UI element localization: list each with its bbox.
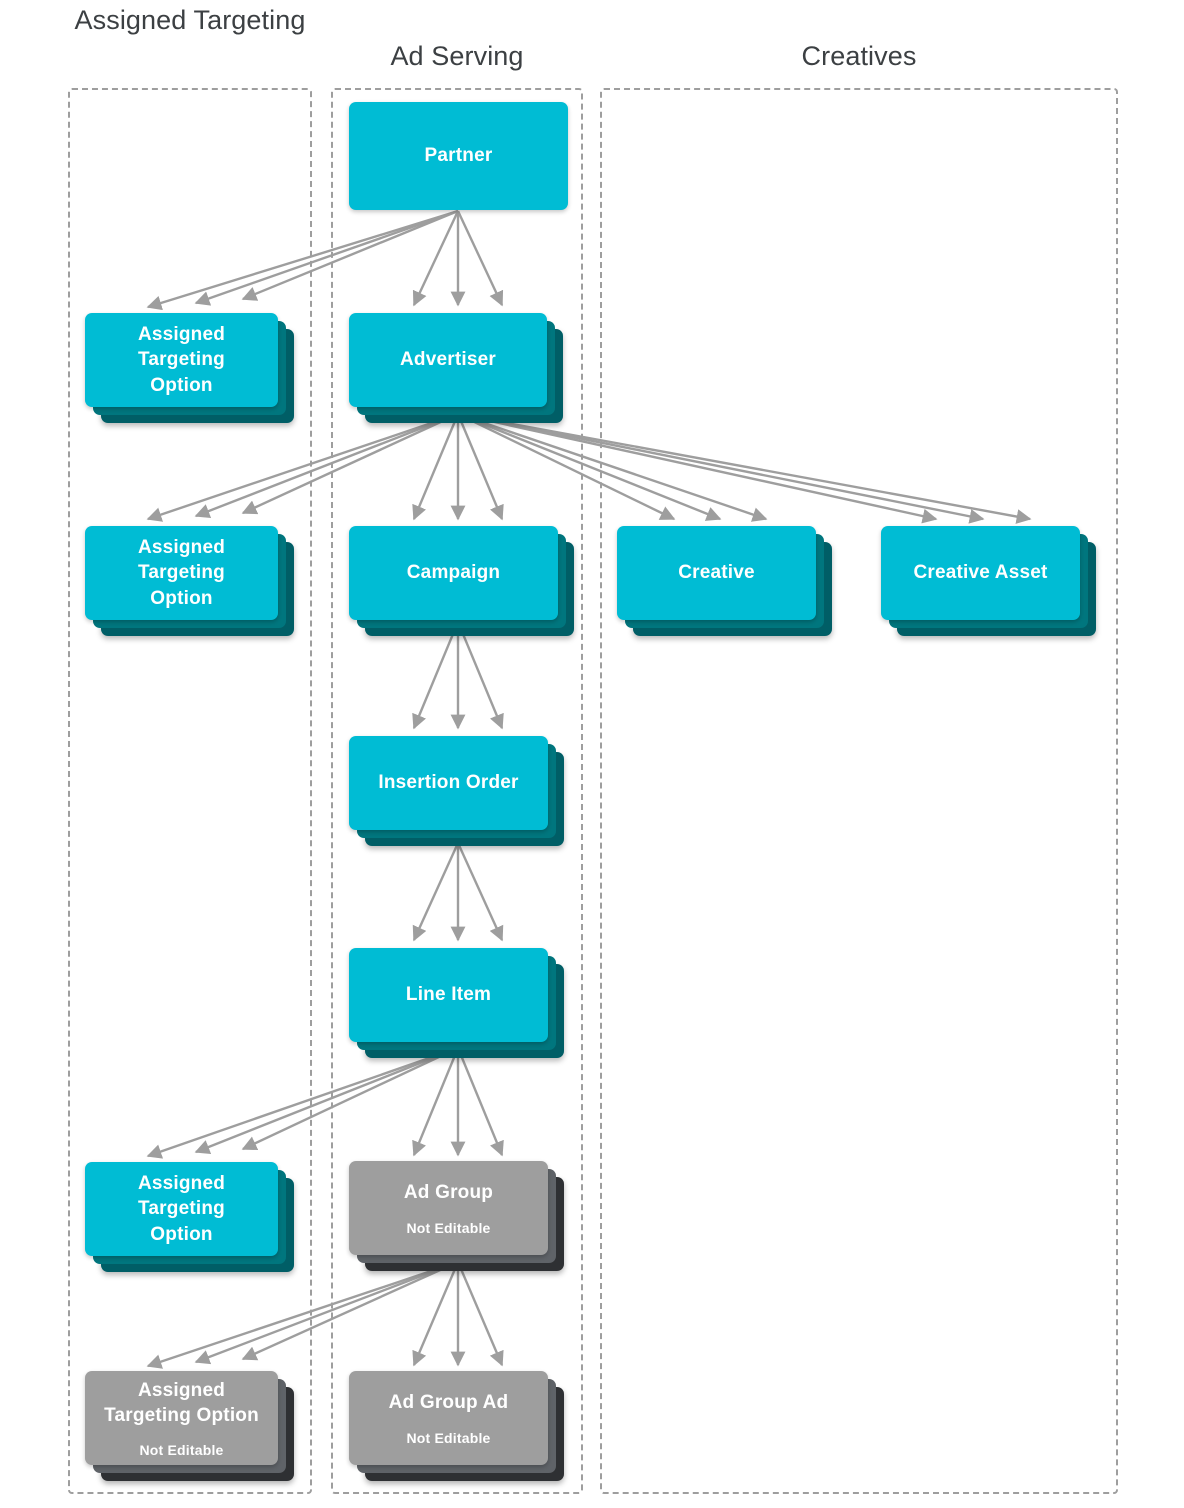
node-card[interactable]: Campaign: [349, 526, 558, 620]
node-ad-group-ad[interactable]: Ad Group Ad Not Editable: [349, 1371, 564, 1481]
node-insertion-order[interactable]: Insertion Order: [349, 736, 564, 846]
node-title: Line Item: [405, 984, 492, 1006]
node-title: Assigned Targeting Option: [137, 324, 226, 396]
node-readonly-badge: Not Editable: [406, 1429, 491, 1446]
node-card[interactable]: Line Item: [349, 948, 548, 1042]
column-header-creatives: Creatives: [801, 41, 917, 71]
node-ato-lineitem[interactable]: Assigned Targeting Option: [85, 1162, 294, 1272]
node-card[interactable]: Assigned Targeting Option: [85, 1162, 278, 1256]
node-creative[interactable]: Creative: [617, 526, 832, 636]
node-ato-advertiser[interactable]: Assigned Targeting Option: [85, 526, 294, 636]
node-readonly-badge: Not Editable: [139, 1442, 224, 1459]
node-title: Ad Group Ad: [388, 1392, 509, 1414]
node-card[interactable]: Advertiser: [349, 313, 547, 407]
node-card[interactable]: Assigned Targeting Option Not Editable: [85, 1371, 278, 1465]
node-line-item[interactable]: Line Item: [349, 948, 564, 1058]
node-title: Assigned Targeting Option: [137, 1173, 226, 1245]
node-title: Creative: [678, 562, 755, 584]
node-title: Advertiser: [400, 349, 496, 371]
node-ato-adgroup[interactable]: Assigned Targeting Option Not Editable: [85, 1371, 294, 1481]
node-title: Ad Group: [403, 1182, 494, 1204]
node-card[interactable]: Creative Asset: [881, 526, 1080, 620]
node-title: Campaign: [406, 562, 501, 584]
node-creative-asset[interactable]: Creative Asset: [881, 526, 1096, 636]
group-container-assigned-targeting: [68, 88, 312, 1494]
node-card[interactable]: Ad Group Ad Not Editable: [349, 1371, 548, 1465]
node-card[interactable]: Assigned Targeting Option: [85, 526, 278, 620]
node-ad-group[interactable]: Ad Group Not Editable: [349, 1161, 564, 1271]
node-title: Creative Asset: [913, 562, 1048, 584]
group-container-creatives: [600, 88, 1118, 1494]
column-header-ad-serving: Ad Serving: [390, 41, 524, 71]
node-card[interactable]: Assigned Targeting Option: [85, 313, 278, 407]
group-container-ad-serving: [331, 88, 583, 1494]
node-card[interactable]: Creative: [617, 526, 816, 620]
node-title: Insertion Order: [378, 772, 519, 794]
node-title: Partner: [424, 145, 493, 167]
node-advertiser[interactable]: Advertiser: [349, 313, 563, 423]
node-card[interactable]: Ad Group Not Editable: [349, 1161, 548, 1255]
node-ato-partner[interactable]: Assigned Targeting Option: [85, 313, 294, 423]
column-header-assigned-targeting: Assigned Targeting: [74, 5, 306, 35]
node-partner[interactable]: Partner: [349, 102, 568, 210]
node-card[interactable]: Partner: [349, 102, 568, 210]
node-title: Assigned Targeting Option: [104, 1379, 259, 1426]
node-campaign[interactable]: Campaign: [349, 526, 574, 636]
node-card[interactable]: Insertion Order: [349, 736, 548, 830]
node-title: Assigned Targeting Option: [137, 537, 226, 609]
node-readonly-badge: Not Editable: [406, 1219, 491, 1236]
